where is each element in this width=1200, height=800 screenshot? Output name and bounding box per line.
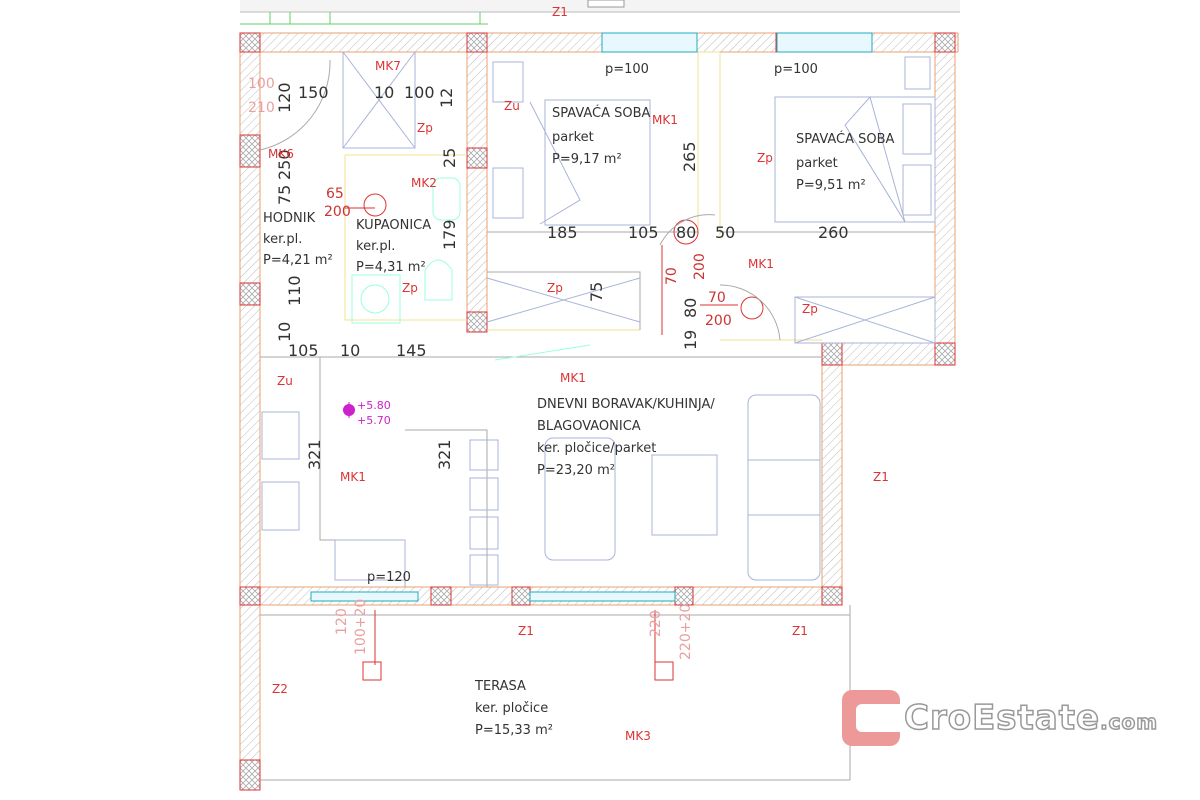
room-hodnik: HODNIK ker.pl. P=4,21 m² — [263, 211, 333, 268]
svg-text:220: 220 — [648, 610, 664, 637]
svg-text:10: 10 — [340, 341, 360, 360]
svg-text:MK1: MK1 — [652, 113, 678, 127]
room-terasa: TERASA ker. pločice P=15,33 m² — [474, 679, 553, 738]
svg-text:Zu: Zu — [504, 99, 520, 113]
svg-text:200: 200 — [324, 204, 351, 220]
svg-text:10: 10 — [275, 322, 294, 342]
svg-text:ker. pločice: ker. pločice — [475, 701, 548, 716]
room-dnevni-boravak: DNEVNI BORAVAK/KUHINJA/ BLAGOVAONICA ker… — [537, 397, 715, 478]
svg-text:Z2: Z2 — [272, 682, 288, 696]
level-marker: +5.80 +5.70 — [343, 399, 391, 427]
dimensions: 100 210 120 150 10 100 12 250 25 75 65 2… — [248, 62, 849, 660]
svg-text:KUPAONICA: KUPAONICA — [356, 218, 431, 233]
svg-text:25: 25 — [440, 148, 459, 168]
svg-text:parket: parket — [552, 130, 594, 145]
svg-text:70: 70 — [664, 267, 680, 285]
svg-text:80: 80 — [681, 298, 700, 318]
svg-text:Z1: Z1 — [552, 5, 568, 19]
svg-text:105: 105 — [288, 341, 319, 360]
svg-text:MK7: MK7 — [375, 59, 401, 73]
svg-text:10: 10 — [374, 83, 394, 102]
svg-text:120: 120 — [334, 608, 350, 635]
svg-text:250: 250 — [275, 149, 294, 180]
svg-text:ker.pl.: ker.pl. — [356, 239, 395, 254]
svg-text:P=23,20 m²: P=23,20 m² — [537, 463, 615, 478]
svg-text:200: 200 — [705, 313, 732, 329]
svg-text:p=120: p=120 — [367, 570, 411, 585]
svg-text:265: 265 — [680, 141, 699, 172]
svg-text:70: 70 — [708, 290, 726, 306]
svg-text:BLAGOVAONICA: BLAGOVAONICA — [537, 419, 641, 434]
svg-text:Zu: Zu — [277, 374, 293, 388]
svg-text:SPAVAĆA SOBA: SPAVAĆA SOBA — [552, 105, 651, 121]
tags: MK7 MK6 MK2 MK1 MK1 MK1 MK1 MK3 Zu Zu Zp… — [268, 5, 889, 743]
svg-text:MK1: MK1 — [560, 371, 586, 385]
svg-text:50: 50 — [715, 223, 735, 242]
svg-text:ker.pl.: ker.pl. — [263, 232, 302, 247]
svg-text:65: 65 — [326, 186, 344, 202]
svg-text:Z1: Z1 — [873, 470, 889, 484]
svg-text:75: 75 — [275, 185, 294, 205]
svg-text:75: 75 — [587, 282, 606, 302]
svg-text:P=9,51 m²: P=9,51 m² — [796, 178, 866, 193]
svg-text:P=4,21 m²: P=4,21 m² — [263, 253, 333, 268]
svg-text:MK1: MK1 — [340, 470, 366, 484]
room-spavaca-soba-2: SPAVAĆA SOBA parket P=9,51 m² — [796, 131, 895, 193]
svg-text:MK1: MK1 — [748, 257, 774, 271]
svg-text:+5.80: +5.80 — [357, 399, 391, 412]
croestate-logo: CroEstate.com — [842, 690, 1158, 746]
room-spavaca-soba-1: SPAVAĆA SOBA parket P=9,17 m² — [552, 105, 651, 167]
svg-text:P=9,17 m²: P=9,17 m² — [552, 152, 622, 167]
svg-text:Zp: Zp — [417, 121, 433, 135]
svg-text:P=15,33 m²: P=15,33 m² — [475, 723, 553, 738]
svg-text:Zp: Zp — [802, 302, 818, 316]
svg-text:MK6: MK6 — [268, 147, 294, 161]
svg-text:19: 19 — [681, 330, 700, 350]
svg-text:185: 185 — [547, 223, 578, 242]
svg-text:110: 110 — [285, 275, 304, 306]
svg-text:210: 210 — [248, 100, 275, 116]
svg-text:P=4,31 m²: P=4,31 m² — [356, 260, 426, 275]
svg-text:Zp: Zp — [547, 281, 563, 295]
room-kupaonica: KUPAONICA ker.pl. P=4,31 m² — [356, 218, 431, 275]
windows — [310, 32, 873, 602]
svg-text:145: 145 — [396, 341, 427, 360]
svg-text:Zp: Zp — [402, 281, 418, 295]
svg-text:Zp: Zp — [757, 151, 773, 165]
svg-text:parket: parket — [796, 156, 838, 171]
svg-text:260: 260 — [818, 223, 849, 242]
svg-text:DNEVNI BORAVAK/KUHINJA/: DNEVNI BORAVAK/KUHINJA/ — [537, 397, 715, 412]
svg-text:200: 200 — [692, 253, 708, 280]
svg-text:Z1: Z1 — [792, 624, 808, 638]
svg-text:100: 100 — [248, 76, 275, 92]
svg-text:ker. pločice/parket: ker. pločice/parket — [537, 441, 656, 456]
svg-text:+5.70: +5.70 — [357, 414, 391, 427]
svg-text:HODNIK: HODNIK — [263, 211, 316, 226]
svg-text:12: 12 — [437, 88, 456, 108]
svg-text:105: 105 — [628, 223, 659, 242]
svg-text:321: 321 — [305, 439, 324, 470]
svg-text:150: 150 — [298, 83, 329, 102]
svg-text:MK2: MK2 — [411, 176, 437, 190]
interior-lines — [259, 51, 936, 781]
svg-text:100: 100 — [404, 83, 435, 102]
svg-text:MK3: MK3 — [625, 729, 651, 743]
svg-text:Z1: Z1 — [518, 624, 534, 638]
svg-text:179: 179 — [440, 219, 459, 250]
logo-text: CroEstate.com — [903, 697, 1159, 739]
upper-floor-edge — [240, 12, 488, 25]
svg-text:120: 120 — [275, 82, 294, 113]
logo-mark-icon — [842, 690, 900, 746]
svg-text:220+20: 220+20 — [678, 604, 694, 660]
svg-text:SPAVAĆA SOBA: SPAVAĆA SOBA — [796, 131, 895, 147]
svg-text:p=100: p=100 — [605, 62, 649, 77]
svg-text:321: 321 — [435, 439, 454, 470]
top-marker — [587, 0, 625, 8]
svg-text:p=100: p=100 — [774, 62, 818, 77]
svg-text:TERASA: TERASA — [474, 679, 526, 694]
svg-text:80: 80 — [676, 223, 696, 242]
svg-text:100+20: 100+20 — [353, 599, 369, 655]
